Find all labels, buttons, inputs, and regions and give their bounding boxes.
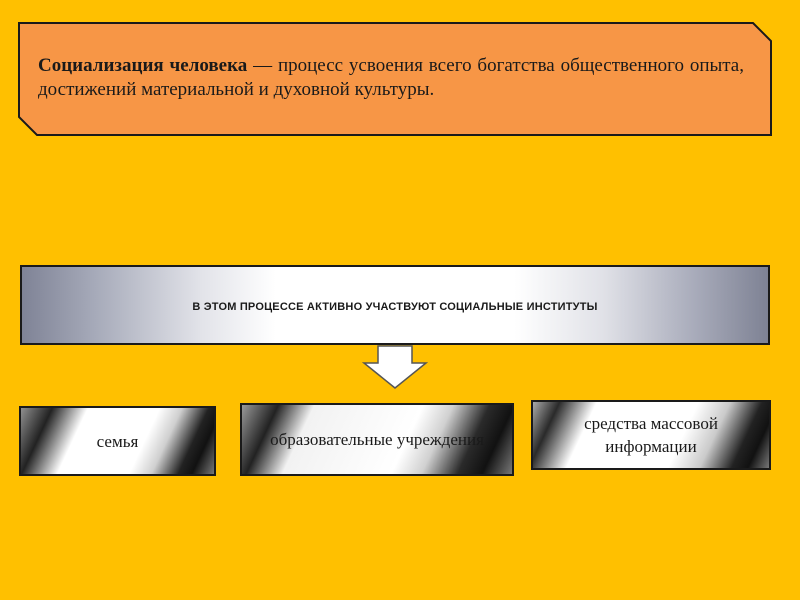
definition-body: — процесс усвоения всего богатства общес… (38, 55, 744, 100)
institution-family: семья (19, 406, 216, 476)
institution-family-label: семья (96, 431, 139, 451)
definition-box-shape (18, 22, 772, 136)
down-arrow-icon (362, 345, 428, 389)
institution-education: образовательные учреждения (240, 403, 514, 476)
definition-text: Социализация человека — процесс усвоения… (38, 54, 744, 102)
institution-education-label: образовательные учреждения (270, 430, 484, 449)
definition-term: Социализация человека (38, 55, 248, 76)
institution-mass-media: средства массовой информации (531, 400, 771, 470)
banner-text: В ЭТОМ ПРОЦЕССЕ АКТИВНО УЧАСТВУЮТ СОЦИАЛ… (192, 301, 598, 313)
social-institutions-banner: В ЭТОМ ПРОЦЕССЕ АКТИВНО УЧАСТВУЮТ СОЦИАЛ… (20, 265, 770, 345)
institution-mass-media-label: средства массовой информации (584, 414, 718, 456)
definition-box: Социализация человека — процесс усвоения… (18, 22, 772, 136)
